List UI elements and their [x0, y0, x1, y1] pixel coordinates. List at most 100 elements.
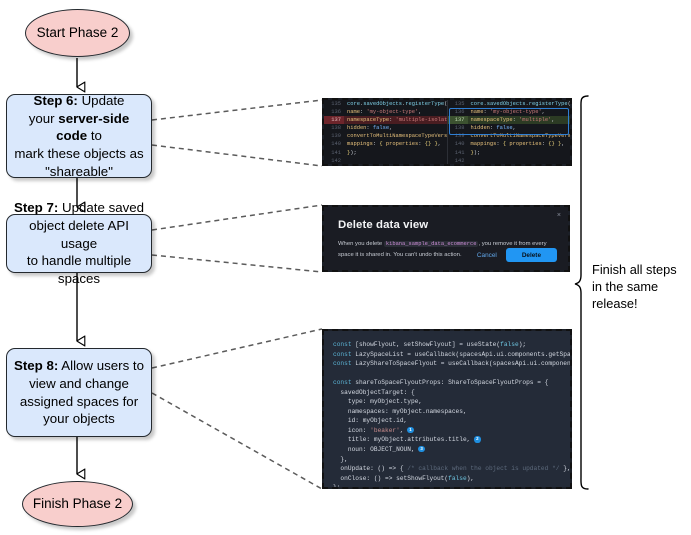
diff-line-number: 142 [454, 157, 465, 164]
code-annotation-badge: 1 [407, 426, 414, 434]
code-line: id: myObject.id, [333, 417, 408, 425]
diff-line-number: 138 [454, 125, 465, 132]
code-line: onUpdate: () => { /* callback when the o… [333, 465, 570, 473]
close-icon[interactable]: × [556, 212, 561, 219]
screenshot-delete-data-view-modal[interactable]: × Delete data view When you delete kiban… [322, 205, 570, 272]
code-line: icon: 'beaker', 1 [333, 426, 414, 434]
modal-title: Delete data view [338, 219, 429, 231]
diff-line-number: 141 [454, 149, 465, 156]
diff-line-code: convertToMultiNamespaceTypeVersion: ' [347, 133, 447, 140]
diff-line-code: mappings: { properties: {} }, [470, 141, 565, 148]
modal-body: When you delete kibana_sample_data_ecomm… [338, 239, 554, 261]
diff-line-code: name: 'my-object-type', [347, 109, 422, 116]
screenshot-share-to-space-flyout-code[interactable]: const [showFlyout, setShowFlyout] = useS… [322, 329, 572, 489]
diff-line-code: }); [470, 149, 481, 156]
node-step-7[interactable]: Step 7: Update saved object delete API u… [6, 200, 152, 286]
diff-line-number: 138 [331, 125, 341, 132]
step-8-line1-rest: Allow users to [58, 358, 145, 374]
diff-line: 138 hidden: false, [448, 124, 571, 132]
diff-line-number: 137 [324, 116, 344, 125]
diff-line-number: 141 [331, 149, 341, 156]
diff-line: 135 core.savedObjects.registerType({ [448, 100, 571, 108]
node-step-7-text: Step 7: Update saved object delete API u… [12, 199, 146, 287]
node-finish[interactable]: Finish Phase 2 [22, 481, 133, 527]
data-view-name-code: kibana_sample_data_ecommerce [383, 241, 479, 247]
diff-line-code: core.savedObjects.registerType({ [347, 101, 447, 107]
diff-line-code: core.savedObjects.registerType({ [470, 101, 571, 107]
cancel-button[interactable]: Cancel [476, 251, 497, 259]
node-finish-label: Finish Phase 2 [32, 495, 123, 511]
delete-button[interactable]: Delete [505, 248, 557, 262]
step-6-line2-pre: your [28, 110, 59, 126]
diff-line-code: hidden: false, [470, 125, 516, 132]
node-step-8-text: Step 8: Allow users to view and change a… [14, 357, 144, 428]
diff-line: 140 mappings: { properties: {} }, [324, 140, 447, 148]
code-annotation-badge: 3 [418, 446, 425, 453]
modal-body-pre: When you delete [338, 241, 384, 247]
node-step-8[interactable]: Step 8: Allow users to view and change a… [6, 348, 152, 437]
diff-line: 136 name: 'my-object-type', [448, 108, 571, 116]
diff-line-number: 135 [331, 101, 341, 107]
diff-line-number: 137 [447, 116, 468, 125]
step-8-line2: view and change [29, 375, 129, 391]
diff-line-code: namespaceType: 'multiple', [470, 117, 555, 124]
diff-line-number: 135 [454, 101, 465, 107]
code-line: }, [333, 455, 348, 463]
code-line: noun: OBJECT_NOUN, 3 [333, 446, 425, 454]
diff-line-code: name: 'my-object-type', [470, 109, 545, 116]
delete-data-view-modal: × Delete data view When you delete kiban… [324, 207, 568, 270]
step-7-line2: object delete API usage [29, 218, 129, 251]
diff-line: 135 core.savedObjects.registerType({ [324, 100, 447, 108]
code-line: type: myObject.type, [333, 398, 423, 406]
step-6-label: Step 6: [33, 92, 78, 108]
step-6-line3: mark these objects as [14, 145, 144, 161]
flyout-code-block: const [showFlyout, setShowFlyout] = useS… [324, 331, 570, 487]
diff-line-number: 140 [454, 141, 465, 148]
diff-line-number: 142 [331, 157, 341, 164]
step-7-label: Step 7: [13, 200, 59, 216]
step-8-line3: assigned spaces for [19, 393, 139, 409]
diff-line: 139 convertToMultiNamespaceTypeVersion: … [324, 132, 447, 140]
step-7-line3: to handle multiple spaces [26, 253, 132, 287]
code-annotation-badge: 2 [474, 436, 481, 443]
step-8-label: Step 8: [13, 358, 59, 374]
release-note: Finish all steps in the same release! [592, 262, 688, 313]
node-step-6-text: Step 6: Update your server-side code to … [12, 92, 146, 180]
step-6-line1-rest: Update [77, 92, 125, 108]
node-start-label: Start Phase 2 [36, 24, 119, 40]
diff-line: 139 convertToMultiNamespaceTypeVersion: … [448, 132, 571, 140]
diff-line-number: 136 [454, 109, 465, 116]
diff-line: 137 namespaceType: 'multiple-isolated', [324, 116, 447, 125]
modal-actions: Cancel Delete [477, 248, 557, 262]
release-note-line2: in the same [592, 278, 659, 294]
step-6-line4: "shareable" [45, 163, 113, 179]
step-8-line4: your objects [43, 411, 115, 427]
code-line: namespaces: myObject.namespaces, [333, 407, 467, 415]
code-line: }; [333, 483, 570, 487]
node-step-6[interactable]: Step 6: Update your server-side code to … [6, 92, 152, 180]
diff-line: 137 namespaceType: 'multiple', [447, 116, 570, 125]
code-line: const LazyShareToSpaceFlyout = useCallba… [333, 360, 570, 368]
code-line [333, 369, 570, 379]
diff-line-code: convertToMultiNamespaceTypeVersion: ' [470, 133, 571, 140]
step-6-line2-post: to [87, 128, 102, 144]
code-line: onClose: () => setShowFlyout(false), [333, 474, 475, 482]
diff-line-number: 139 [454, 133, 465, 140]
node-start[interactable]: Start Phase 2 [25, 9, 130, 57]
diff-line-code: mappings: { properties: {} }, [347, 141, 441, 148]
diff-line-number: 136 [331, 109, 341, 116]
diff-line: 141}); [324, 149, 447, 157]
code-line: const [showFlyout, setShowFlyout] = useS… [333, 341, 527, 348]
code-line: const LazySpaceList = useCallback(spaces… [333, 350, 570, 358]
diff-line-code: hidden: false, [347, 125, 393, 132]
diff-line-code: }); [347, 149, 357, 156]
release-note-line1: Finish all steps [592, 262, 677, 277]
code-line: const shareToSpaceFlyoutProps: ShareToSp… [333, 379, 549, 387]
diff-line: 141}); [448, 149, 571, 157]
diff-line-number: 139 [331, 133, 341, 140]
diff-line: 138 hidden: false, [324, 124, 447, 132]
code-line: savedObjectTarget: { [333, 388, 415, 396]
diff-line-number: 140 [331, 141, 341, 148]
